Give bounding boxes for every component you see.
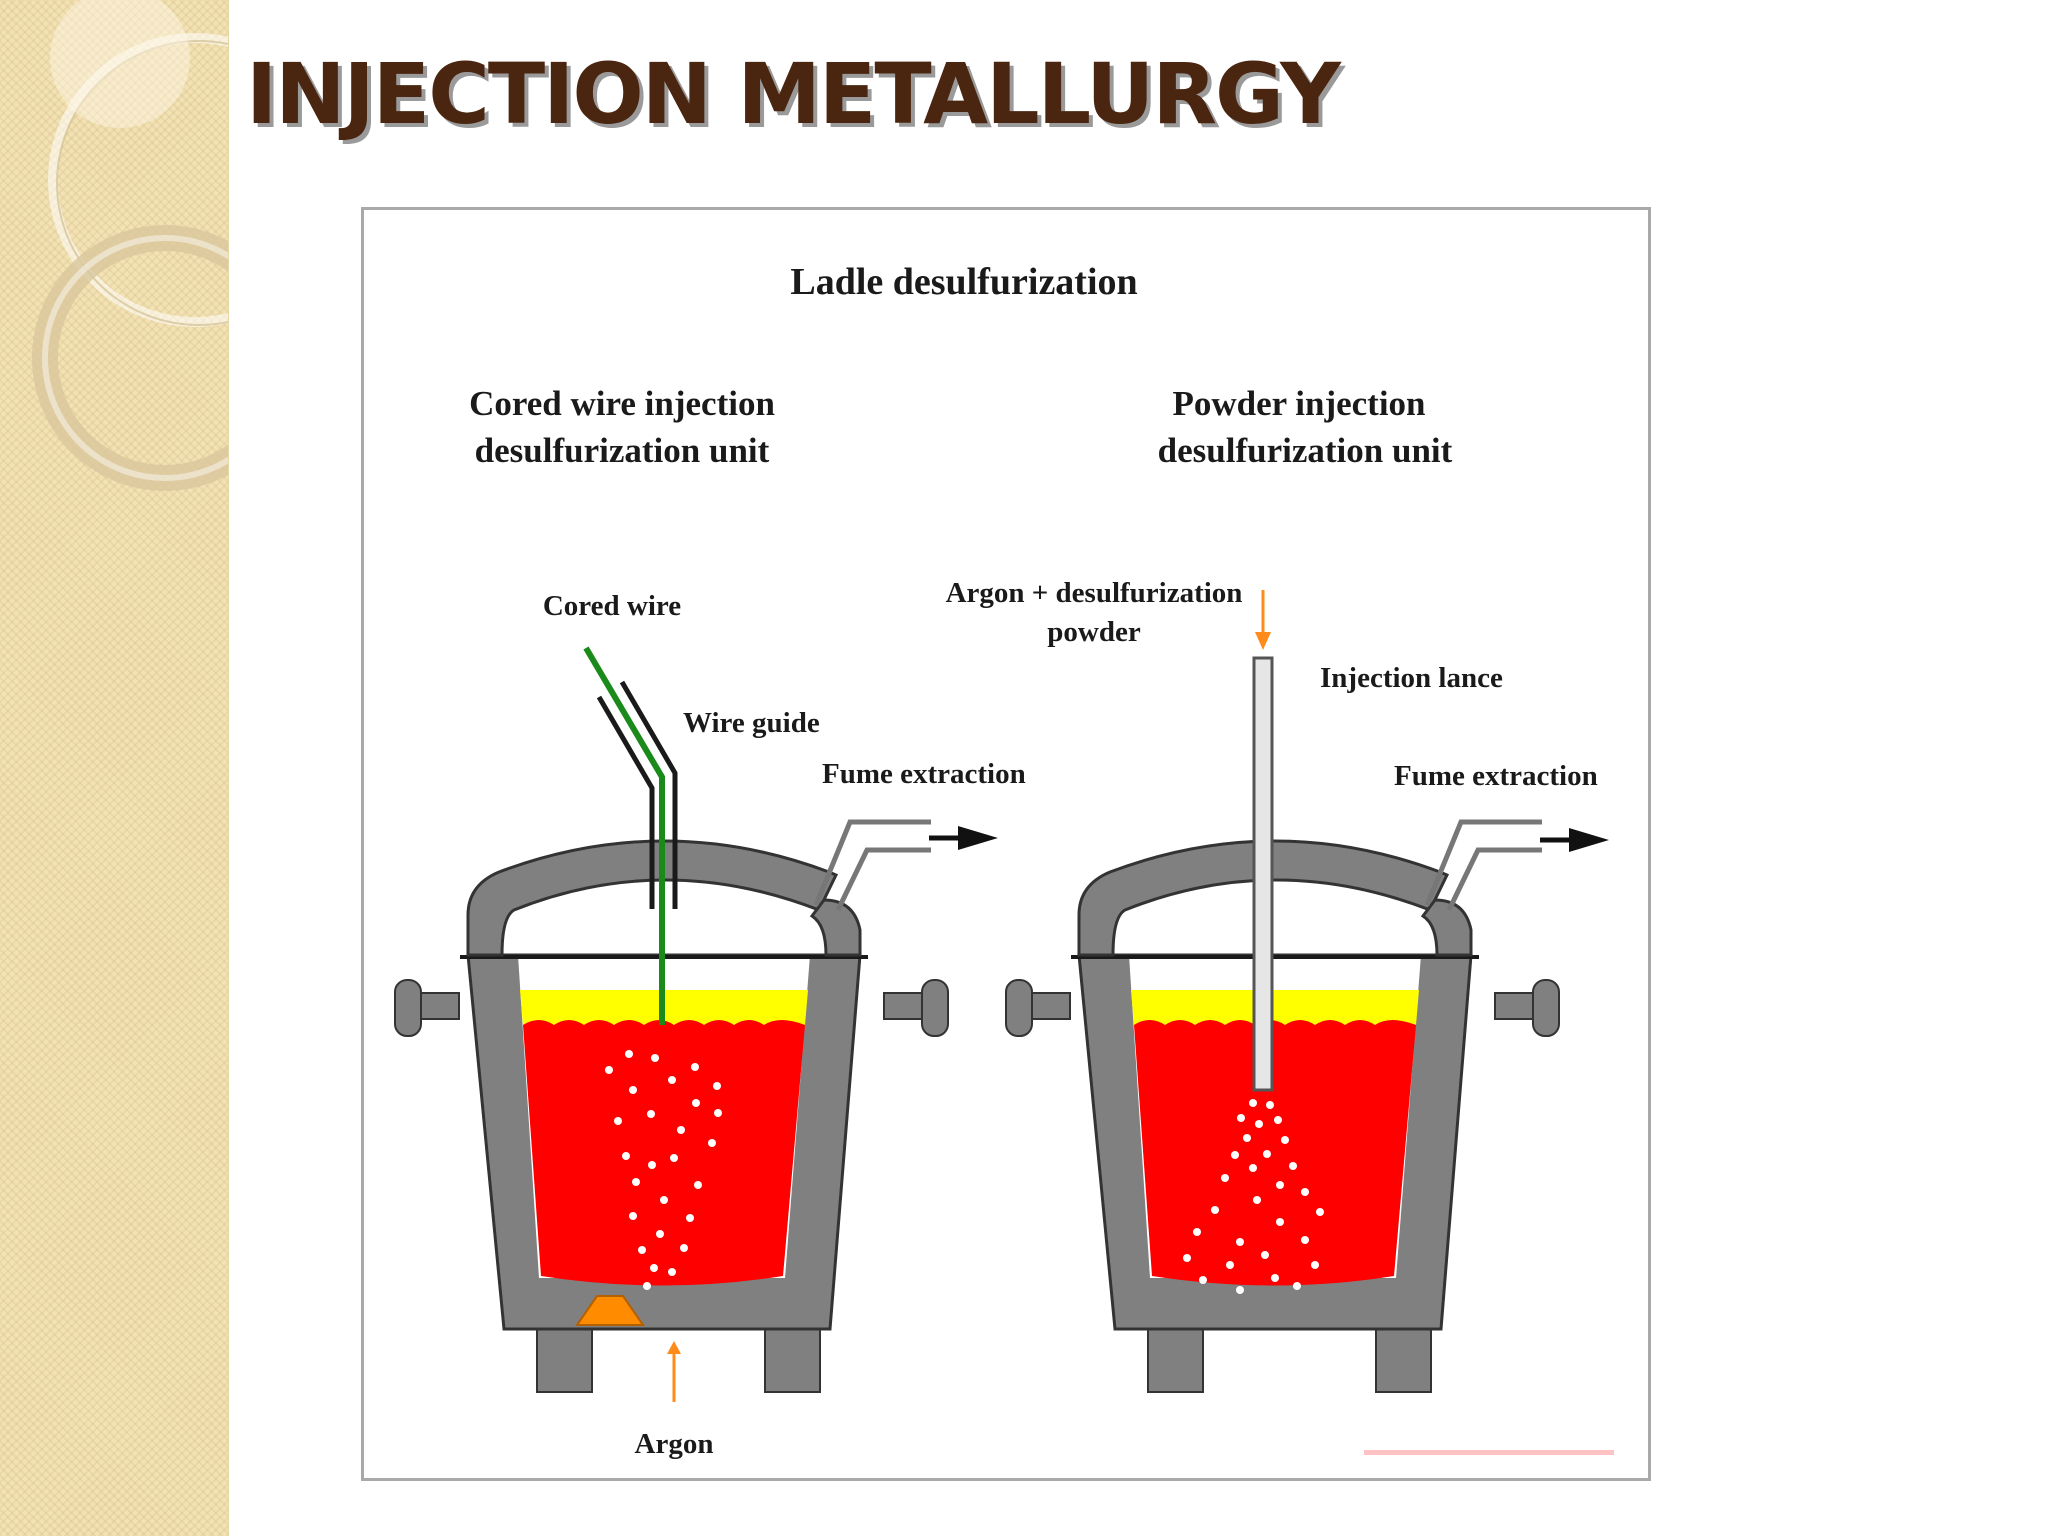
right-unit-heading-1: Powder injection	[1172, 384, 1425, 423]
argon-arrow-head	[667, 1341, 681, 1354]
ladle-leg	[764, 1327, 821, 1393]
slide-title: INJECTION METALLURGY	[246, 45, 1341, 143]
cored-wire	[583, 646, 665, 1025]
molten-steel	[523, 1020, 805, 1286]
trunnion	[394, 979, 422, 1037]
fume-hood-lip	[1420, 898, 1473, 957]
argon-bubbles	[605, 1050, 722, 1290]
argon-label: Argon	[635, 1428, 714, 1460]
wire-guide	[619, 680, 678, 909]
diagram-frame: Ladle desulfurization Cored wire injecti…	[361, 207, 1651, 1481]
trunnion	[921, 979, 949, 1037]
sidebar-decoration	[0, 0, 229, 1536]
decorative-rings	[32, 0, 228, 491]
right-ladle	[1005, 590, 1609, 1393]
trunnion	[1005, 979, 1033, 1037]
fume-hood	[1077, 839, 1450, 957]
ladle-leg	[1375, 1327, 1432, 1393]
fume-duct	[1424, 819, 1542, 906]
fume-duct	[835, 847, 931, 912]
ladle-leg	[1147, 1327, 1204, 1393]
fume-arrow-head	[958, 826, 998, 850]
fume-hood-lip	[809, 898, 862, 957]
powder-feed-arrow-head	[1255, 632, 1271, 650]
decorative-ring	[56, 40, 228, 326]
figure-title: Ladle desulfurization	[790, 261, 1137, 303]
powder-feed-label-2: powder	[1047, 616, 1141, 648]
cored-wire-label: Cored wire	[543, 590, 681, 622]
left-fume-label: Fume extraction	[822, 758, 1026, 790]
watermark	[1364, 1450, 1614, 1455]
powder-feed-label-1: Argon + desulfurization	[946, 577, 1243, 609]
decorative-ring	[42, 235, 228, 481]
right-unit-heading-2: desulfurization unit	[1158, 431, 1453, 470]
decorative-ring	[50, 0, 190, 128]
fume-duct	[1446, 847, 1542, 912]
molten-steel	[1134, 1020, 1416, 1286]
trunnion	[1532, 979, 1560, 1037]
ladle-diagram: Ladle desulfurization Cored wire injecti…	[394, 261, 1614, 1460]
slag-layer	[1131, 990, 1419, 1025]
ladle-leg	[536, 1327, 593, 1393]
left-ladle	[394, 646, 998, 1402]
left-unit-heading-2: desulfurization unit	[475, 431, 770, 470]
decorative-ring	[32, 225, 228, 491]
fume-hood	[466, 839, 839, 957]
injection-lance-label: Injection lance	[1320, 662, 1503, 694]
fume-duct	[813, 819, 931, 906]
wire-guide-label: Wire guide	[683, 707, 820, 739]
powder-bubbles	[1183, 1099, 1324, 1294]
decorative-ring	[48, 33, 228, 327]
fume-arrow-head	[1569, 828, 1609, 852]
right-fume-label: Fume extraction	[1394, 760, 1598, 792]
left-unit-heading-1: Cored wire injection	[469, 384, 775, 423]
injection-lance	[1252, 656, 1274, 1092]
wire-guide	[596, 695, 655, 909]
porous-plug	[575, 1295, 645, 1326]
